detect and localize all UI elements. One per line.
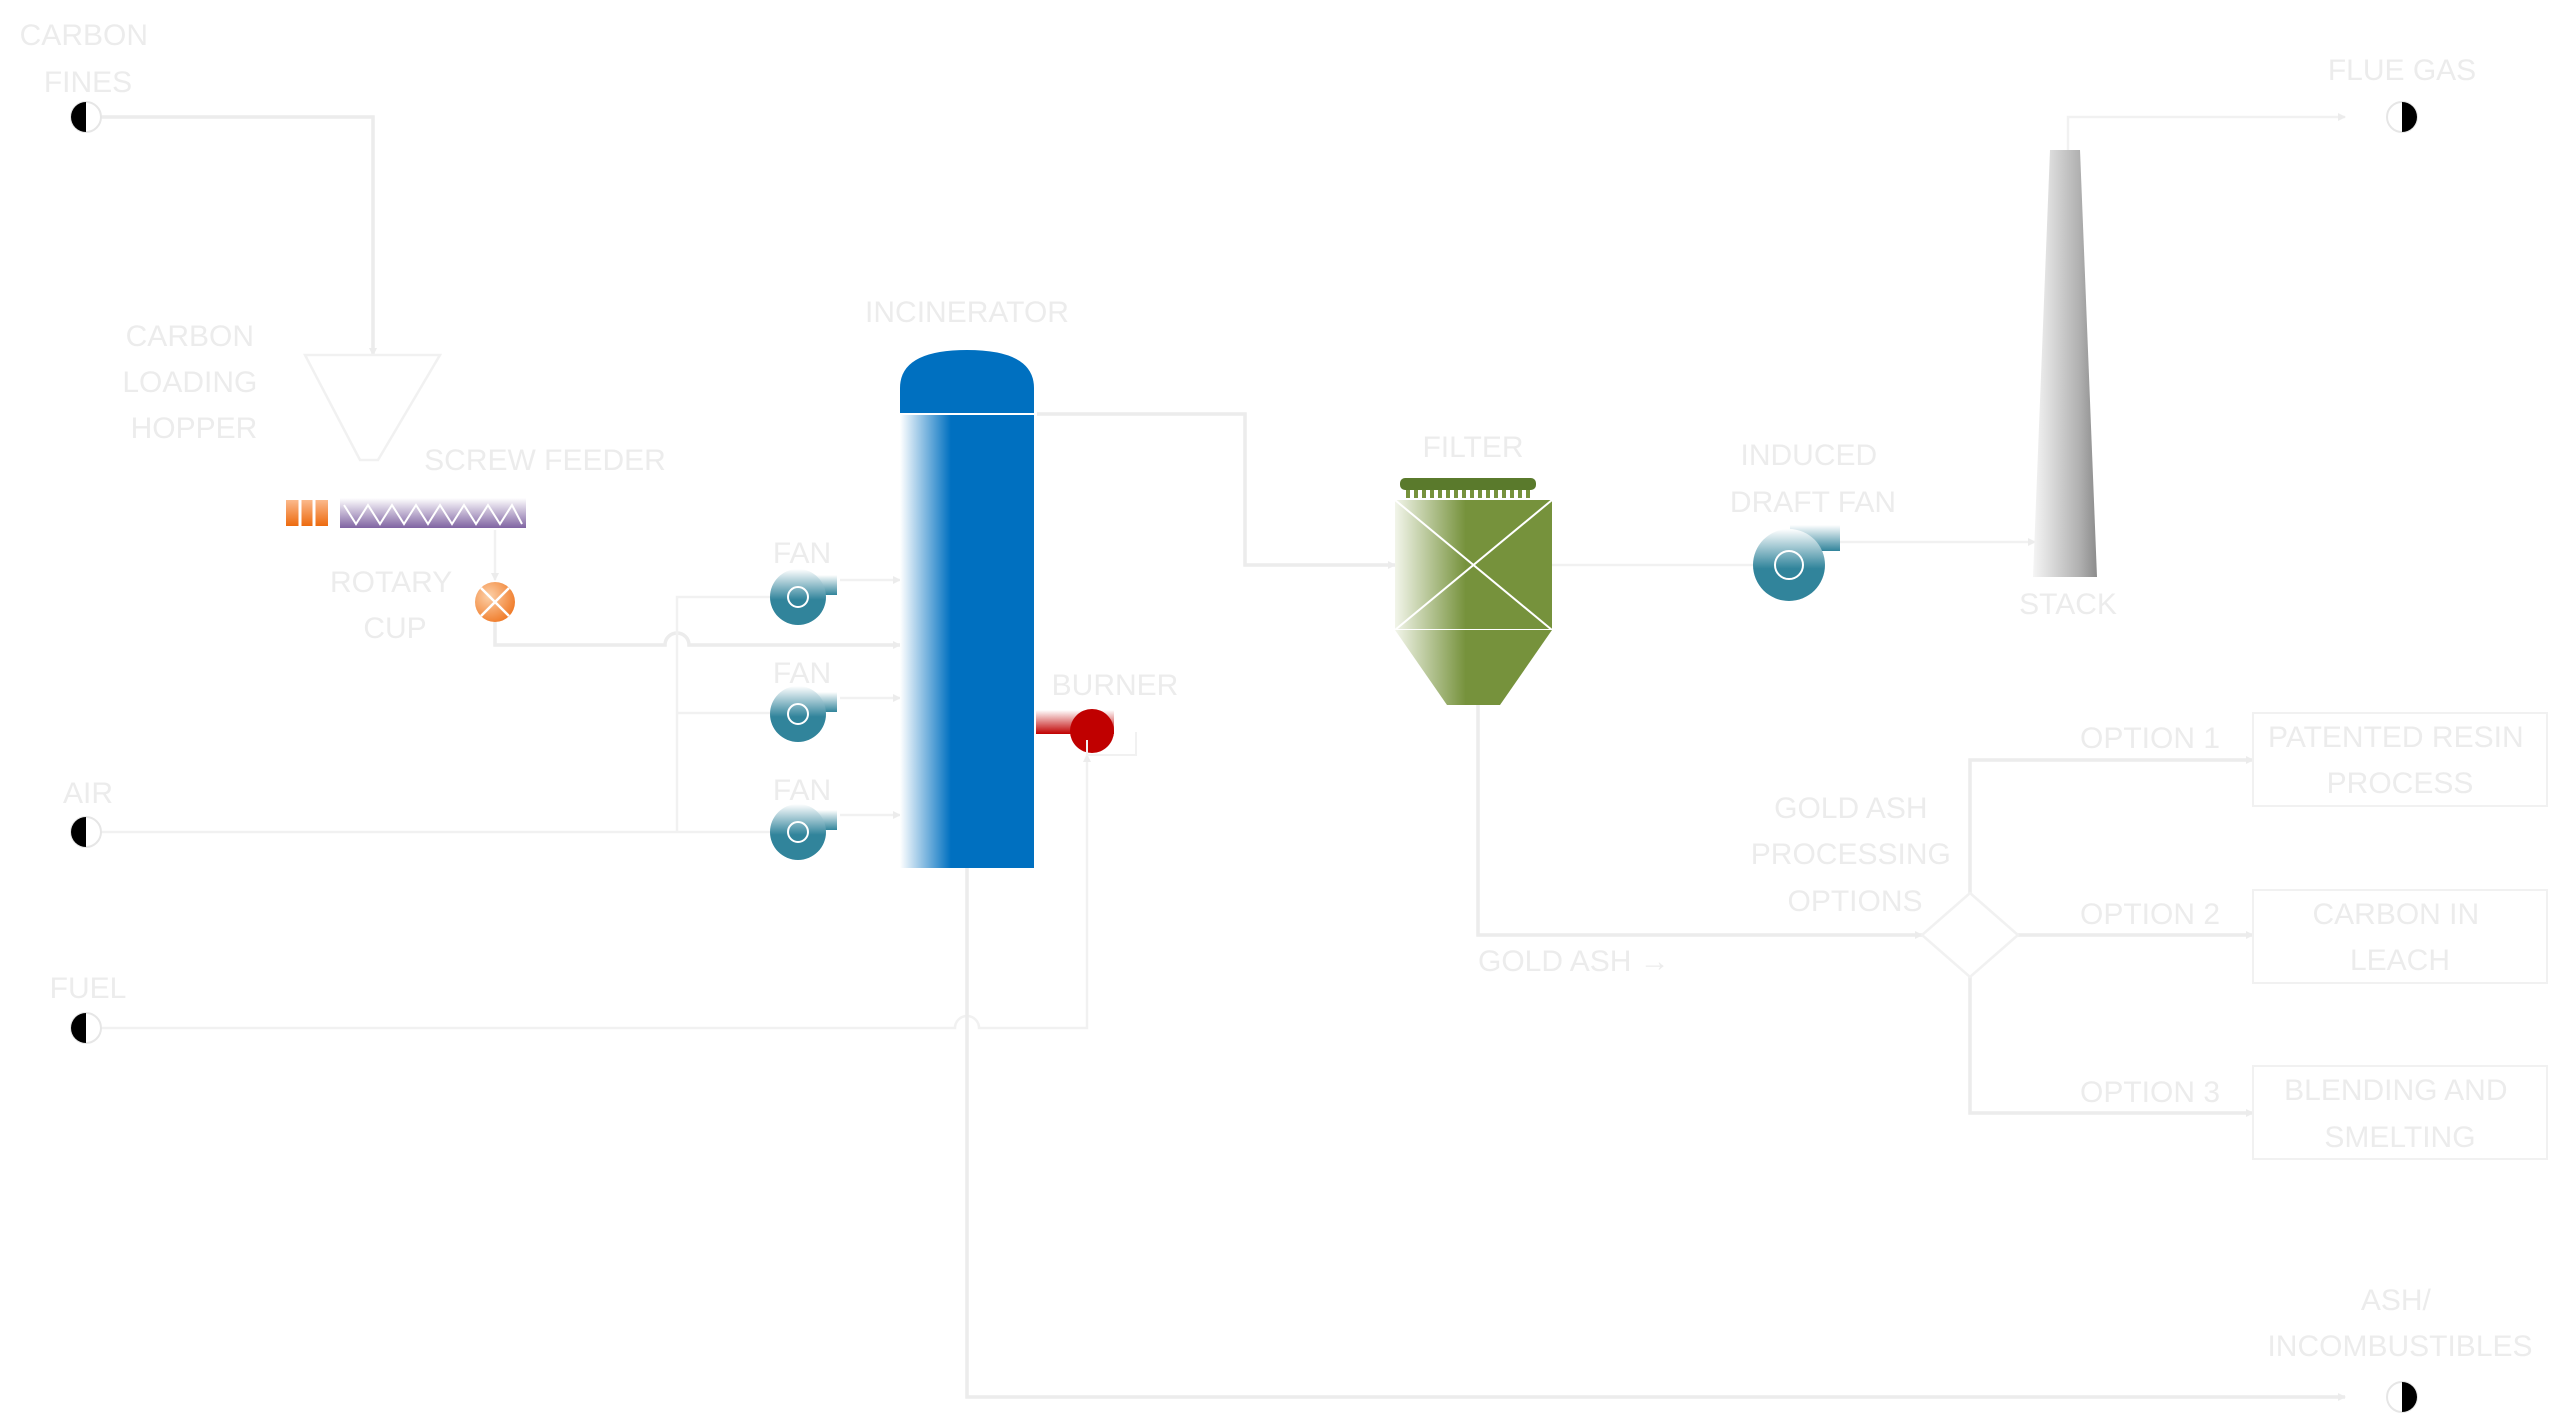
option-1-box [2252,712,2548,807]
hopper-label: CARBON LOADING HOPPER [122,320,265,445]
air-header [675,595,780,832]
fan-2-label: FAN [773,657,831,690]
incinerator [900,350,1034,868]
ash-label: ASH/ INCOMBUSTIBLES [2267,1284,2532,1363]
burner-label: BURNER [1052,669,1179,702]
gold-ash-line [1476,705,1923,939]
terminal-ash [2386,1381,2418,1413]
flue-gas-line [2066,113,2346,150]
screw-feeder-label: SCREW FEEDER [424,444,666,477]
gold-ash-options-label: GOLD ASH PROCESSING OPTIONS [1751,792,1959,918]
feeder-motor [286,500,328,526]
air-label: AIR [63,777,113,810]
terminal-air [70,816,102,848]
rotary-cup [475,582,515,622]
fan-1-icon [770,569,837,625]
terminal-flue-gas [2386,101,2418,133]
option-1-box-text: PATENTED RESIN PROCESS [2268,721,2532,800]
burner [1036,709,1137,756]
carbon-fines-label: CARBON FINES [20,19,157,99]
ash-line [965,868,2346,1401]
option-3-line [1968,977,2254,1117]
rotary-cup-label: ROTARY CUP [330,566,460,645]
gold-ash-label: GOLD ASH → [1478,945,1670,978]
fan-1-label: FAN [773,537,831,570]
screw-body [340,498,526,528]
induced-draft-fan-label: INDUCED DRAFT FAN [1730,439,1896,519]
option-1-line [1968,756,2254,893]
rotary-cup-line [493,620,901,649]
screw-feeder [286,498,526,528]
fuel-label: FUEL [50,972,127,1005]
option-3-box-text: BLENDING AND SMELTING [2284,1074,2516,1154]
option-2-box-text: CARBON IN LEACH [2312,898,2487,977]
option-3-label: OPTION 3 [2080,1076,2220,1109]
filter-label: FILTER [1422,431,1523,464]
filter [1394,478,1553,705]
option-1-label: OPTION 1 [2080,722,2220,755]
incinerator-gas-line [1037,412,1396,569]
fan-3-label: FAN [773,774,831,807]
option-2-box [2252,889,2548,984]
terminal-fuel [70,1012,102,1044]
fan-2-icon [770,686,837,742]
option-2-label: OPTION 2 [2080,898,2220,931]
terminal-carbon-fines [70,101,102,133]
process-lines [98,113,2346,1401]
flue-gas-label: FLUE GAS [2328,54,2476,87]
incinerator-label: INCINERATOR [865,296,1069,329]
induced-draft-fan-icon [1753,525,1840,601]
hopper-outline [302,353,443,462]
gold-ash-decision-diamond [1920,891,2020,979]
carbon-fines-line [98,115,377,356]
fan-3-icon [770,804,837,860]
option-3-box [2252,1065,2548,1160]
stack [2033,150,2097,577]
stack-label: STACK [2019,588,2117,621]
